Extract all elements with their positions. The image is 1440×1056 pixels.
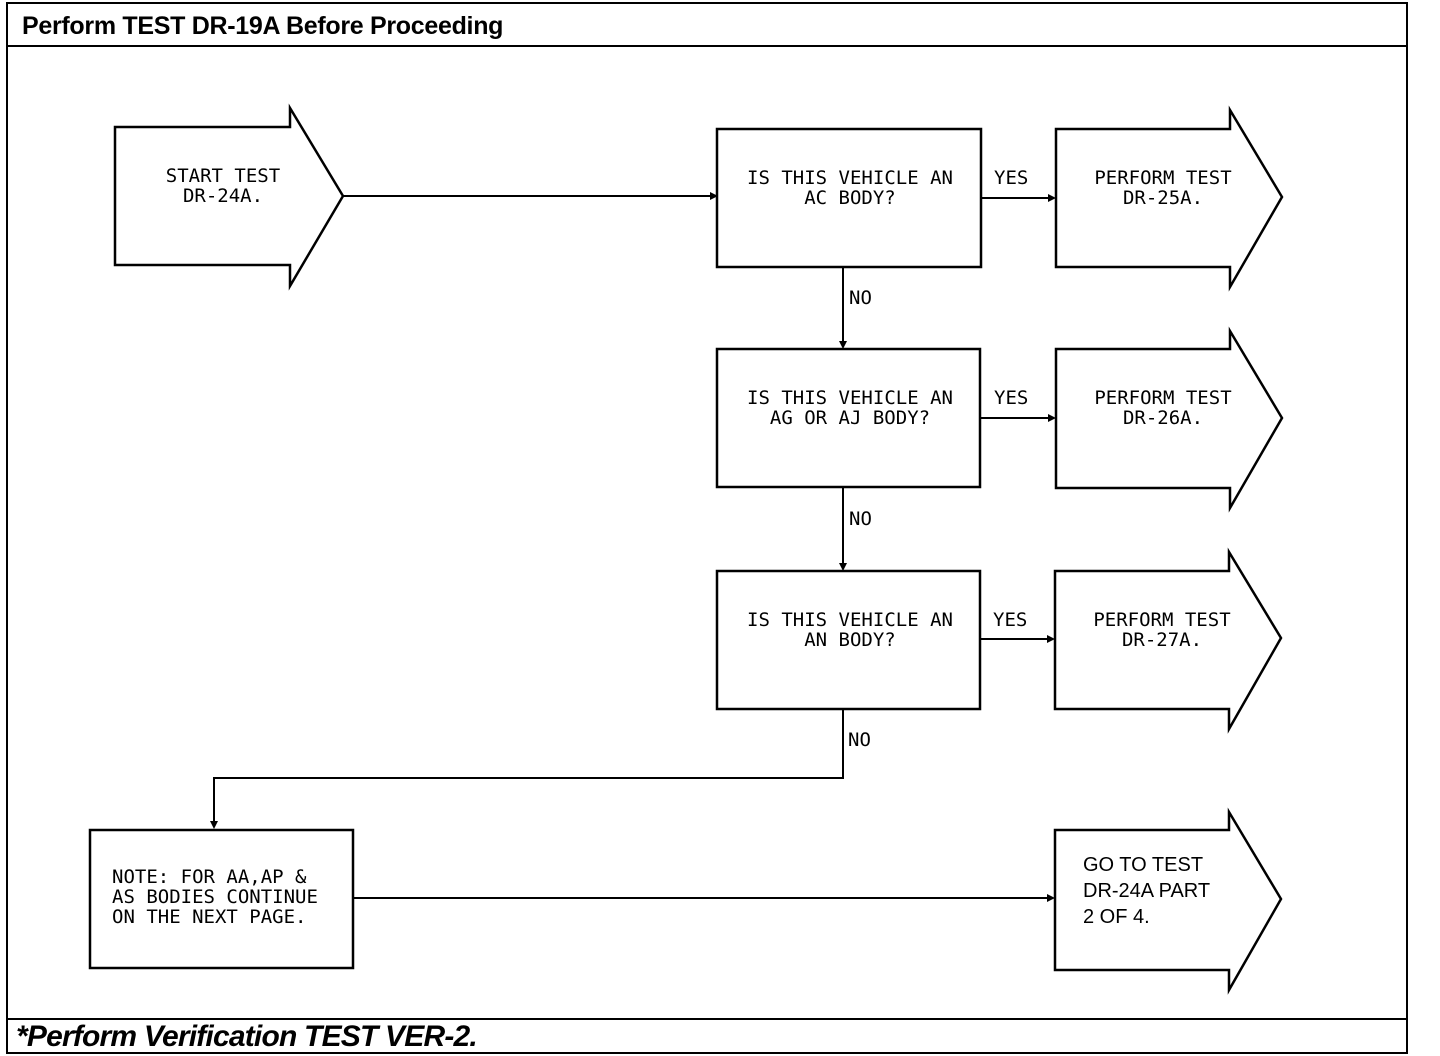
result-arrow-1: PERFORM TEST DR-25A.	[1054, 105, 1284, 292]
goto-line3: 2 OF 4.	[1083, 906, 1150, 928]
connector-decision1-yes	[981, 194, 1056, 202]
footer-note: *Perform Verification TEST VER-2.	[16, 1020, 478, 1053]
decision2-line1: IS THIS VEHICLE AN	[747, 387, 953, 409]
decision-box-1: IS THIS VEHICLE AN AC BODY?	[715, 127, 983, 269]
note-line3: ON THE NEXT PAGE.	[112, 906, 306, 928]
result-arrow-3: PERFORM TEST DR-27A.	[1053, 547, 1283, 734]
decision3-line1: IS THIS VEHICLE AN	[747, 609, 953, 631]
note-line2: AS BODIES CONTINUE	[112, 886, 318, 908]
connector-decision2-yes	[980, 414, 1056, 422]
decision3-no-label: NO	[848, 729, 871, 751]
decision-box-2: IS THIS VEHICLE AN AG OR AJ BODY?	[715, 347, 982, 489]
decision-box-3: IS THIS VEHICLE AN AN BODY?	[715, 569, 982, 711]
result3-line1: PERFORM TEST	[1093, 609, 1230, 631]
connector-decision3-no	[210, 709, 844, 829]
goto-arrow: GO TO TEST DR-24A PART 2 OF 4.	[1053, 807, 1283, 995]
connector-note-to-goto	[353, 894, 1055, 902]
result2-line2: DR-26A.	[1123, 407, 1203, 429]
decision1-no-label: NO	[849, 287, 872, 309]
decision2-no-label: NO	[849, 508, 872, 530]
result2-line1: PERFORM TEST	[1094, 387, 1231, 409]
start-label-line2: DR-24A.	[183, 185, 263, 207]
note-box: NOTE: FOR AA,AP & AS BODIES CONTINUE ON …	[88, 828, 355, 970]
decision1-line1: IS THIS VEHICLE AN	[747, 167, 953, 189]
connector-start-to-decision1	[343, 192, 718, 200]
decision1-yes-label: YES	[994, 167, 1028, 189]
outer-border	[6, 2, 1408, 1054]
connector-decision2-no	[839, 487, 847, 571]
connector-decision1-no	[839, 267, 847, 349]
decision1-line2: AC BODY?	[804, 187, 896, 209]
decision3-line2: AN BODY?	[804, 629, 896, 651]
note-line1: NOTE: FOR AA,AP &	[112, 866, 307, 888]
goto-line1: GO TO TEST	[1083, 854, 1203, 876]
start-label-line1: START TEST	[166, 165, 280, 187]
page-title: Perform TEST DR-19A Before Proceeding	[22, 12, 504, 40]
result3-line2: DR-27A.	[1122, 629, 1202, 651]
decision2-yes-label: YES	[994, 387, 1028, 409]
result1-line2: DR-25A.	[1123, 187, 1203, 209]
decision3-yes-label: YES	[993, 609, 1027, 631]
connector-decision3-yes	[980, 635, 1055, 643]
decision2-line2: AG OR AJ BODY?	[770, 407, 930, 429]
start-node: START TEST DR-24A.	[113, 103, 345, 291]
result1-line1: PERFORM TEST	[1094, 167, 1231, 189]
result-arrow-2: PERFORM TEST DR-26A.	[1054, 326, 1284, 513]
goto-line2: DR-24A PART	[1083, 880, 1210, 902]
